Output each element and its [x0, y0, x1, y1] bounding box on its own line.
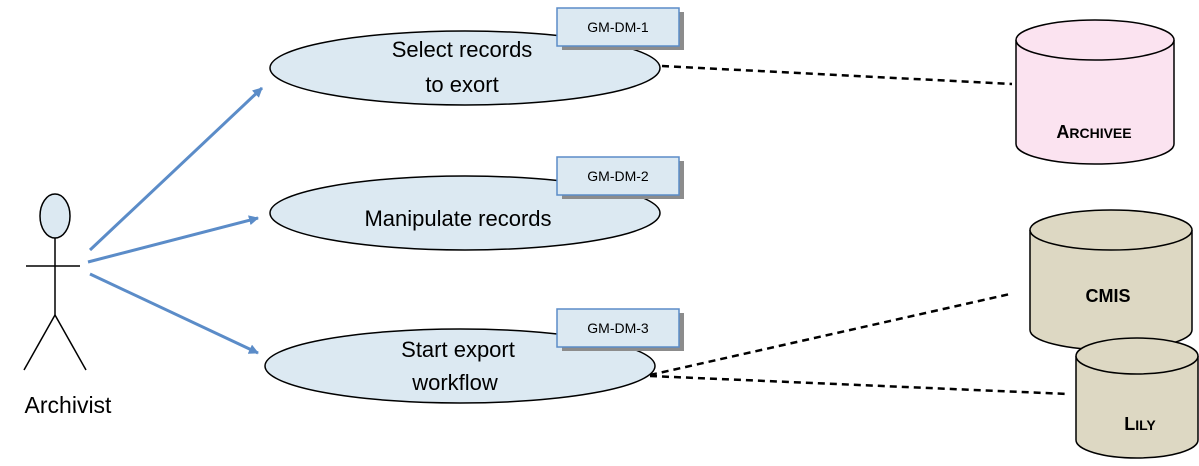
use-case-3: Start export workflow GM-DM-3 — [264, 308, 684, 404]
actor-head — [39, 193, 71, 239]
use-case-1: Select records to exort GM-DM-1 — [269, 7, 684, 106]
association-arrow-1 — [88, 86, 264, 252]
database-cmis: CMIS — [1029, 209, 1193, 351]
dashed-link-cmis — [649, 292, 1011, 377]
cylinder-top — [1029, 209, 1193, 251]
use-case-line: workflow — [411, 370, 498, 395]
cylinder-body — [1015, 40, 1175, 165]
database-label: LILY — [1124, 414, 1156, 434]
use-case-id: GM-DM-2 — [587, 168, 649, 184]
association-arrow-3 — [89, 272, 259, 355]
use-case-line: Select records — [392, 37, 533, 62]
database-label: CMIS — [1086, 286, 1131, 306]
cylinder-top — [1075, 337, 1199, 375]
dashed-link-lily — [649, 374, 1069, 396]
cylinder-body — [1075, 356, 1199, 459]
database-archivee: ARCHIVEE — [1015, 19, 1175, 165]
actor-leg-left — [23, 314, 56, 371]
actor-archivist: Archivist — [23, 193, 113, 418]
actor-leg-right — [54, 314, 87, 371]
cylinder-top — [1015, 19, 1175, 61]
use-case-line: Manipulate records — [364, 206, 551, 231]
use-case-line: to exort — [425, 72, 498, 97]
use-case-id-tag — [556, 7, 680, 47]
use-case-id: GM-DM-3 — [587, 320, 649, 336]
use-case-2: Manipulate records GM-DM-2 — [269, 156, 684, 251]
dashed-link-archivee — [661, 64, 1013, 86]
use-case-id-tag — [556, 156, 680, 196]
use-case-id: GM-DM-1 — [587, 19, 649, 35]
use-case-line: Start export — [401, 337, 515, 362]
association-arrow-2 — [87, 215, 259, 264]
actor-label: Archivist — [25, 392, 113, 418]
database-lily: LILY — [1075, 337, 1199, 459]
database-label: ARCHIVEE — [1056, 122, 1131, 142]
use-case-id-tag — [556, 308, 680, 348]
